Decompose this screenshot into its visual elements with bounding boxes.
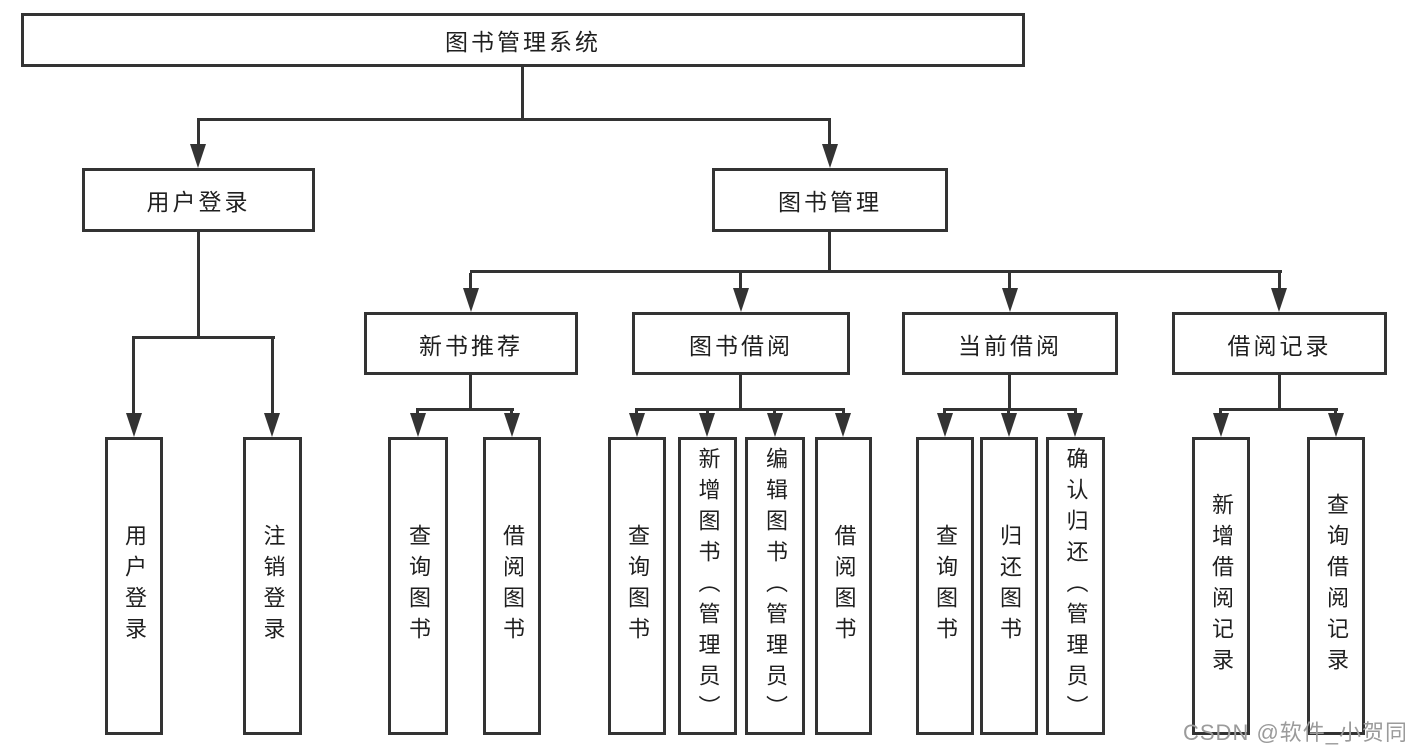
connector-root-drop (521, 67, 524, 118)
node-edit-books-admin: 编辑图书（管理员） (745, 437, 805, 735)
arrow-down-icon (822, 144, 838, 168)
connector-level2-branch (197, 118, 831, 121)
connector-userlogin-branch (132, 336, 275, 339)
arrow-down-icon (1067, 413, 1083, 437)
connector-bookmgmt-drop (828, 232, 831, 270)
connector-stem (197, 121, 200, 144)
arrow-down-icon (1002, 288, 1018, 312)
node-add-books-admin: 新增图书（管理员） (678, 437, 737, 735)
connector-bookborrow-branch (635, 408, 845, 411)
node-current-borrowing: 当前借阅 (902, 312, 1118, 375)
connector-stem (828, 121, 831, 144)
arrow-down-icon (126, 413, 142, 437)
arrow-down-icon (767, 413, 783, 437)
connector-currentborrow-drop (1008, 375, 1011, 408)
arrow-down-icon (1328, 413, 1344, 437)
node-query-books-borrow: 查询图书 (608, 437, 666, 735)
node-user-login-leaf: 用户登录 (105, 437, 163, 735)
node-borrowing-records: 借阅记录 (1172, 312, 1387, 375)
connector-currentborrow-branch (943, 408, 1077, 411)
node-query-books-current: 查询图书 (916, 437, 974, 735)
csdn-watermark-main: CSDN @软件_小贺同 (1183, 720, 1405, 745)
arrow-down-icon (264, 413, 280, 437)
connector-stem (271, 339, 274, 415)
connector-records-drop (1278, 375, 1281, 408)
connector-stem (1278, 273, 1281, 291)
arrow-down-icon (504, 413, 520, 437)
node-return-books: 归还图书 (980, 437, 1038, 735)
arrow-down-icon (1213, 413, 1229, 437)
arrow-down-icon (1271, 288, 1287, 312)
connector-stem (1008, 273, 1011, 291)
node-confirm-return-admin: 确认归还（管理员） (1046, 437, 1105, 735)
node-query-borrow-record: 查询借阅记录 (1307, 437, 1365, 735)
csdn-watermark: CSDN @软件_小贺同学 (1183, 715, 1405, 747)
node-library-system: 图书管理系统 (21, 13, 1025, 67)
arrow-down-icon (835, 413, 851, 437)
node-query-books-newbook: 查询图书 (388, 437, 448, 735)
arrow-down-icon (410, 413, 426, 437)
connector-level3-branch (470, 270, 1282, 273)
node-new-book-recommend: 新书推荐 (364, 312, 578, 375)
arrow-down-icon (699, 413, 715, 437)
node-book-borrowing: 图书借阅 (632, 312, 850, 375)
connector-stem (739, 273, 742, 291)
connector-stem (132, 339, 135, 415)
connector-newbook-branch (416, 408, 514, 411)
node-borrow-books-newbook: 借阅图书 (483, 437, 541, 735)
arrow-down-icon (733, 288, 749, 312)
connector-newbook-drop (469, 375, 472, 408)
connector-bookborrow-drop (739, 375, 742, 408)
arrow-down-icon (1001, 413, 1017, 437)
node-user-login: 用户登录 (82, 168, 315, 232)
connector-userlogin-drop (197, 232, 200, 336)
arrow-down-icon (629, 413, 645, 437)
node-book-management: 图书管理 (712, 168, 948, 232)
connector-records-branch (1219, 408, 1338, 411)
node-borrow-books-borrow: 借阅图书 (815, 437, 872, 735)
connector-stem (469, 273, 472, 291)
node-logout-login: 注销登录 (243, 437, 302, 735)
node-add-borrow-record: 新增借阅记录 (1192, 437, 1250, 735)
arrow-down-icon (463, 288, 479, 312)
arrow-down-icon (937, 413, 953, 437)
arrow-down-icon (190, 144, 206, 168)
